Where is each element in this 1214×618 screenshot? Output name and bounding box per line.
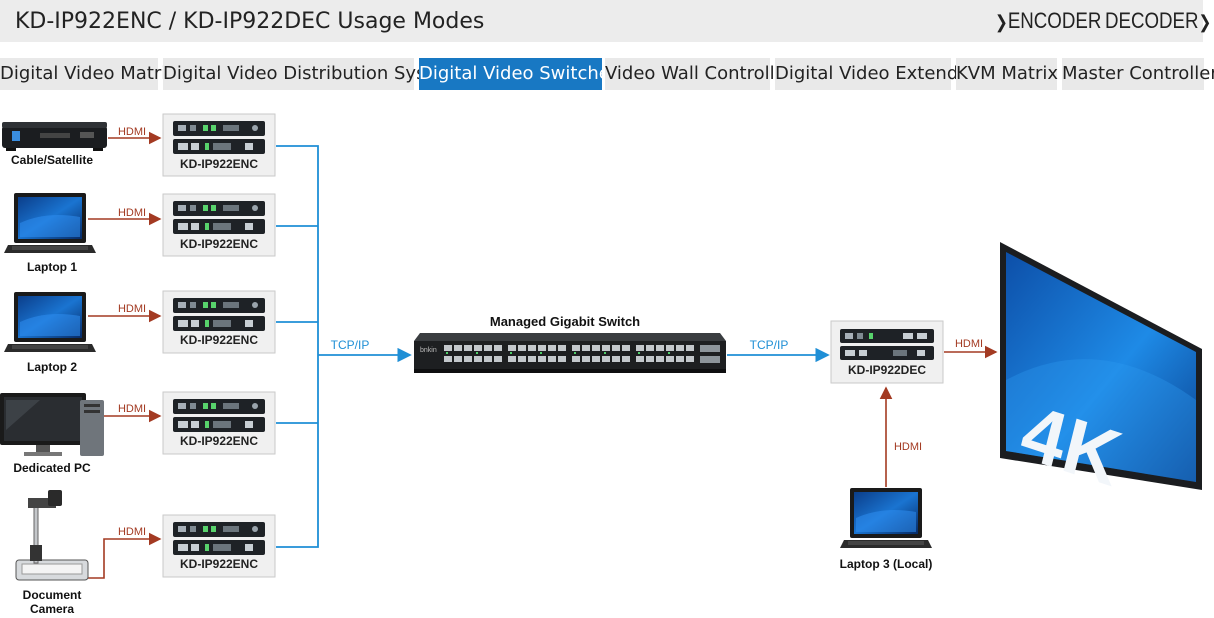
encoder-label: KD-IP922ENC — [180, 157, 258, 171]
tab-digital-video-matrix[interactable]: Digital Video Matrix — [0, 58, 177, 90]
hdmi-label: HDMI — [955, 338, 983, 350]
hdmi-label: HDMI — [894, 441, 922, 453]
desktop-pc-icon — [0, 393, 104, 456]
hdmi-links: HDMI HDMI HDMI HDMI HDMI — [88, 126, 162, 579]
decoder-label: DECODER — [1105, 8, 1199, 33]
chevron-right-icon: ❯ — [1198, 12, 1212, 32]
hdmi-label: HDMI — [118, 303, 146, 315]
tab-kvm-matrix[interactable]: KVM Matrix — [956, 58, 1058, 90]
decoder-label: KD-IP922DEC — [848, 363, 926, 377]
encoder-label: KD-IP922ENC — [180, 557, 258, 571]
hdmi-label: HDMI — [118, 526, 146, 538]
decoder-device — [830, 320, 944, 384]
source-label-document-camera: Document — [23, 588, 82, 602]
switch-brand: bnkin — [420, 347, 437, 354]
network-switch-icon: bnkin — [414, 333, 726, 373]
encoder-link[interactable]: ❯ENCODER — [995, 8, 1101, 34]
source-label-cable-satellite: Cable/Satellite — [11, 153, 93, 167]
tcp-bus: TCP/IP — [276, 145, 412, 548]
laptop-icon — [4, 292, 96, 352]
encoder-label: KD-IP922ENC — [180, 237, 258, 251]
hdmi-label: HDMI — [118, 403, 146, 415]
laptop-icon — [4, 193, 96, 253]
encoder-label: ENCODER — [1007, 8, 1102, 33]
source-label-dedicated-pc: Dedicated PC — [13, 461, 91, 475]
header-bar: KD-IP922ENC / KD-IP922DEC Usage Modes ❯E… — [0, 0, 1211, 42]
local-laptop-label: Laptop 3 (Local) — [840, 557, 933, 571]
tab-master-controller[interactable]: Master Controller — [1062, 58, 1214, 90]
document-camera-icon — [15, 490, 89, 581]
hdmi-label: HDMI — [118, 207, 146, 219]
tcp-ip-label: TCP/IP — [331, 338, 370, 352]
laptop-icon — [840, 488, 932, 548]
encoder-label: KD-IP922ENC — [180, 333, 258, 347]
tab-digital-video-switcher[interactable]: Digital Video Switcher — [419, 58, 617, 90]
tcp-ip-label: TCP/IP — [750, 338, 789, 352]
tab-video-wall-controller[interactable]: Video Wall Controller — [605, 58, 793, 90]
source-label-laptop-2: Laptop 2 — [27, 360, 77, 374]
hdmi-label: HDMI — [118, 126, 146, 138]
page-title: KD-IP922ENC / KD-IP922DEC Usage Modes — [15, 9, 485, 34]
source-label-document-camera-2: Camera — [30, 602, 74, 616]
source-label-laptop-1: Laptop 1 — [27, 260, 77, 274]
tab-digital-video-distribution-system[interactable]: Digital Video Distribution System — [163, 58, 461, 90]
switch-label: Managed Gigabit Switch — [490, 314, 640, 329]
chevron-right-icon: ❯ — [995, 12, 1008, 32]
decoder-link[interactable]: DECODER❯ — [1105, 8, 1211, 34]
encoder-label: KD-IP922ENC — [180, 434, 258, 448]
4k-display-icon: 4K — [1000, 242, 1202, 503]
tab-digital-video-extender[interactable]: Digital Video Extender — [775, 58, 977, 90]
set-top-box-icon — [2, 122, 107, 151]
